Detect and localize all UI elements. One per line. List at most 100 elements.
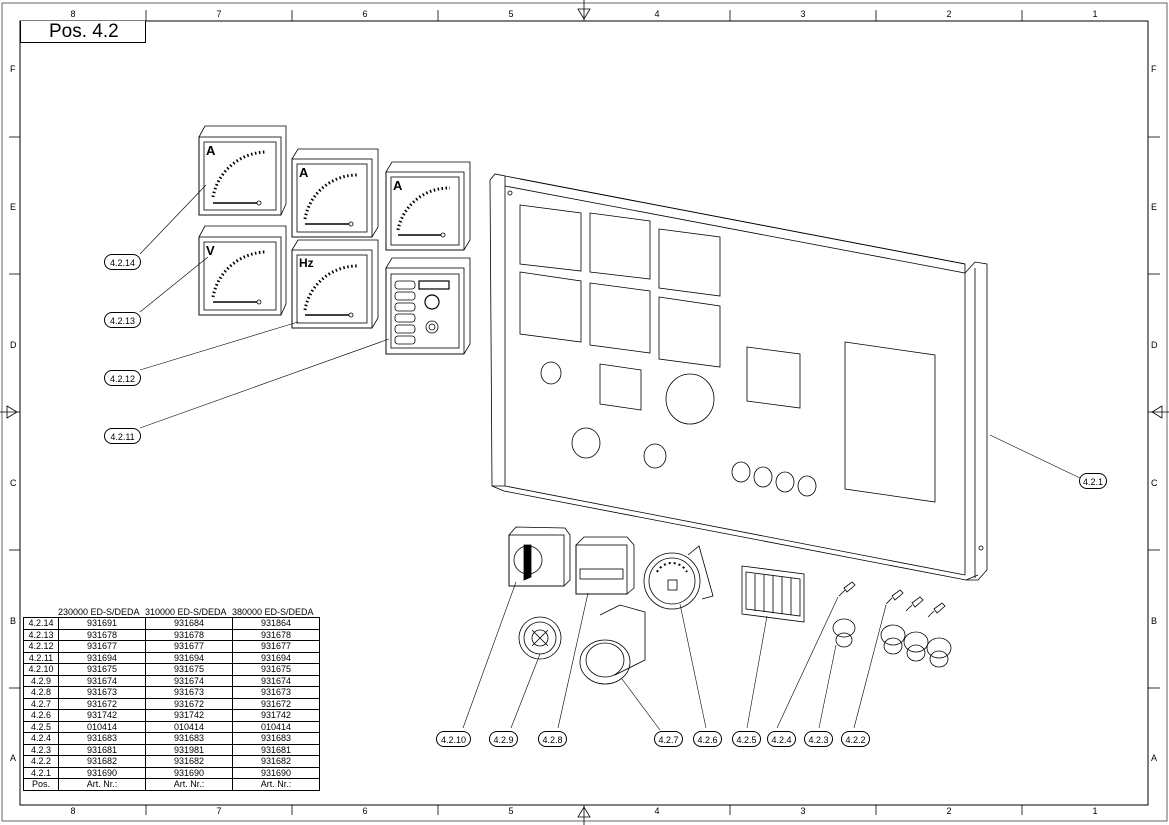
article-number-cell: 931683	[232, 732, 320, 745]
column-number: 6	[362, 806, 368, 816]
article-number-cell: 931682	[232, 755, 320, 768]
position-cell: 4.2.9	[23, 674, 59, 687]
footer-art-nr: Art. Nr.:	[232, 778, 320, 791]
table-header: 230000 ED-S/DEDA	[58, 607, 140, 617]
socket-4-2-9	[518, 616, 562, 660]
article-number-cell: 931678	[58, 628, 146, 641]
column-number: 7	[216, 806, 222, 816]
row-letter: A	[1151, 753, 1158, 763]
emergency-stop-4-2-7	[579, 604, 646, 685]
footer-pos: Pos.	[23, 778, 59, 791]
indicator-4-2-3	[832, 618, 856, 648]
column-number: 8	[70, 806, 76, 816]
article-number-cell: 931673	[58, 686, 146, 699]
article-number-cell: 931742	[58, 709, 146, 722]
frame-ticks	[9, 10, 1160, 815]
callout-4-2-1: 4.2.1	[1079, 473, 1107, 489]
meter-symbol: V	[206, 243, 215, 258]
article-number-cell: 931682	[58, 755, 146, 768]
table-header: 380000 ED-S/DEDA	[232, 607, 314, 617]
callout-4-2-12: 4.2.12	[104, 370, 141, 386]
article-number-cell: 931678	[145, 628, 233, 641]
article-number-cell: 931677	[145, 640, 233, 653]
row-letter: C	[1151, 478, 1158, 488]
column-number: 2	[946, 9, 952, 19]
article-number-cell: 931673	[145, 686, 233, 699]
position-cell: 4.2.2	[23, 755, 59, 768]
column-number: 1	[1092, 9, 1098, 19]
position-cell: 4.2.13	[23, 628, 59, 641]
ammeter-4-2-14	[198, 125, 287, 216]
article-number-cell: 931674	[58, 674, 146, 687]
callout-4-2-6: 4.2.6	[693, 731, 722, 747]
article-number-cell: 931691	[58, 617, 146, 630]
row-letter: F	[1151, 64, 1157, 74]
article-number-cell: 931683	[145, 732, 233, 745]
position-cell: 4.2.4	[23, 732, 59, 745]
position-cell: 4.2.3	[23, 743, 59, 756]
frequency-meter-4-2-12	[291, 239, 379, 329]
callout-4-2-4: 4.2.4	[767, 731, 796, 747]
column-number: 2	[946, 806, 952, 816]
column-number: 3	[800, 9, 806, 19]
article-number-cell: 931675	[58, 663, 146, 676]
article-number-cell: 931675	[145, 663, 233, 676]
callout-4-2-8: 4.2.8	[538, 731, 567, 747]
position-cell: 4.2.12	[23, 640, 59, 653]
column-number: 7	[216, 9, 222, 19]
article-number-cell: 931674	[232, 674, 320, 687]
article-number-cell: 931681	[58, 743, 146, 756]
article-number-cell: 931674	[145, 674, 233, 687]
voltmeter-4-2-13	[198, 225, 287, 316]
row-letter: B	[1151, 616, 1158, 626]
footer-art-nr: Art. Nr.:	[145, 778, 233, 791]
meter-symbol: Hz	[299, 256, 314, 270]
selector-switch-4-2-10	[508, 526, 571, 587]
callout-4-2-10: 4.2.10	[436, 731, 471, 747]
position-cell: 4.2.10	[23, 663, 59, 676]
article-number-cell: 931678	[232, 628, 320, 641]
article-number-cell: 931694	[145, 651, 233, 664]
article-number-cell: 931742	[232, 709, 320, 722]
callout-4-2-7: 4.2.7	[654, 731, 683, 747]
column-number: 5	[508, 806, 514, 816]
lamp-4-2-4	[838, 581, 856, 597]
gauge-4-2-6	[643, 545, 714, 610]
column-number: 4	[654, 806, 660, 816]
callout-4-2-2: 4.2.2	[841, 731, 870, 747]
article-number-cell: 931682	[145, 755, 233, 768]
column-number: 6	[362, 9, 368, 19]
article-number-cell: 010414	[145, 720, 233, 733]
article-number-cell: 010414	[58, 720, 146, 733]
row-letter: E	[1151, 202, 1158, 212]
callout-4-2-13: 4.2.13	[104, 312, 141, 328]
front-panel-4-2-1	[489, 173, 988, 581]
ammeter-4-2-13	[291, 148, 379, 238]
article-number-cell: 931681	[232, 743, 320, 756]
column-number: 1	[1092, 806, 1098, 816]
callout-4-2-9: 4.2.9	[489, 731, 518, 747]
ammeter-4-2-12	[385, 161, 471, 251]
position-title: Pos. 4.2	[20, 21, 146, 43]
row-letter: D	[10, 340, 17, 350]
article-number-cell: 931673	[232, 686, 320, 699]
article-number-cell: 931981	[145, 743, 233, 756]
article-number-cell: 931690	[145, 766, 233, 779]
meter-symbol: A	[299, 165, 309, 180]
article-number-cell: 931742	[145, 709, 233, 722]
